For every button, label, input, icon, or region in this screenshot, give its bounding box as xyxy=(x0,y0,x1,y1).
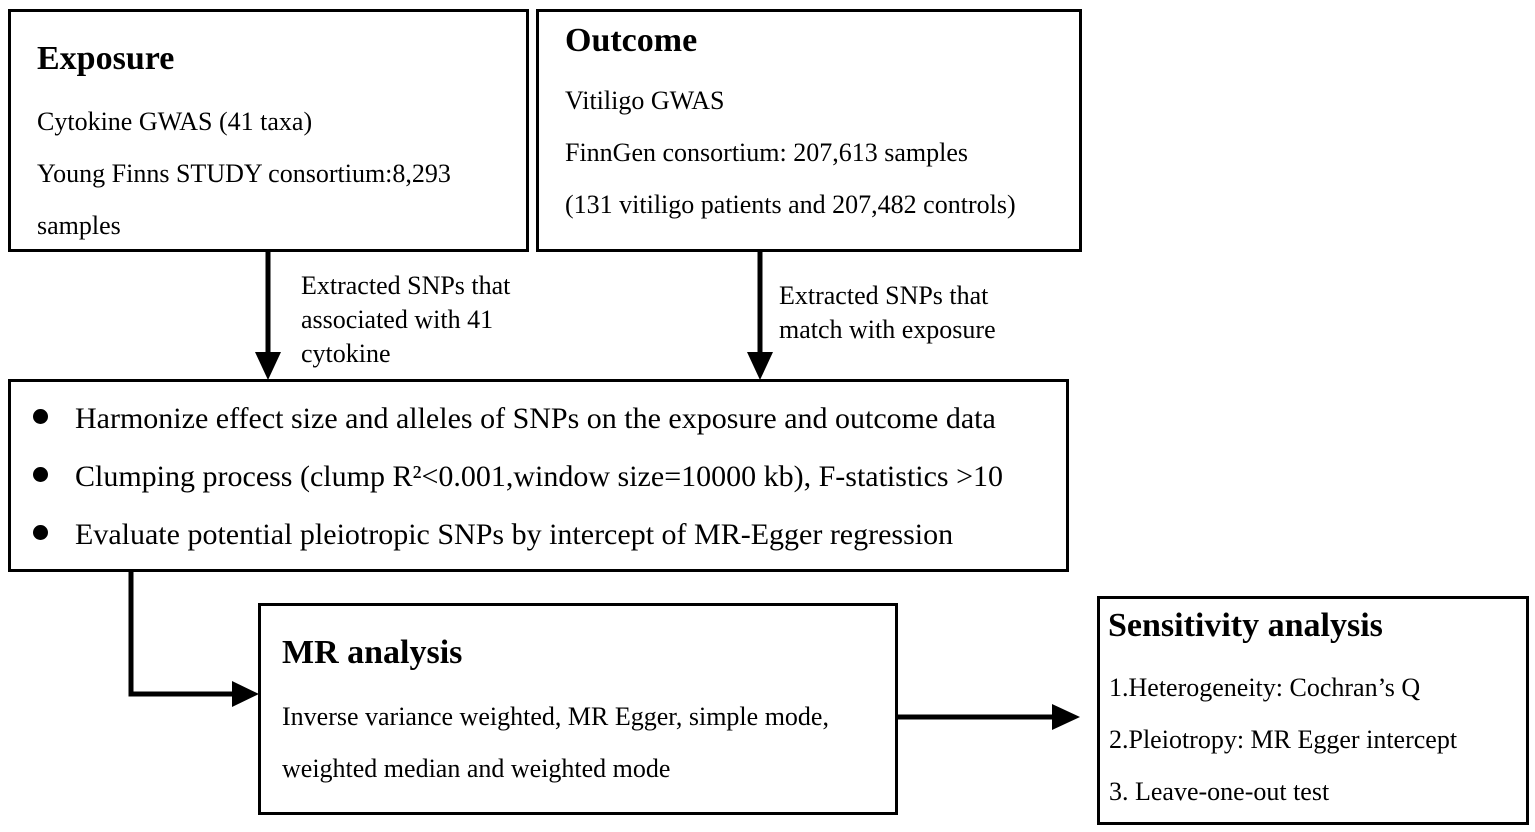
outcome-line-1: Vitiligo GWAS xyxy=(565,86,725,115)
sensitivity-line-3: 3. Leave-one-out test xyxy=(1109,777,1330,806)
exposure-arrow-label-1: Extracted SNPs that xyxy=(301,271,511,300)
processing-bullet-1: Harmonize effect size and alleles of SNP… xyxy=(33,402,996,436)
outcome-line-2: FinnGen consortium: 207,613 samples xyxy=(565,138,968,167)
sensitivity-analysis-title: Sensitivity analysis xyxy=(1108,607,1383,644)
mr-analysis-box: MR analysis Inverse variance weighted, M… xyxy=(258,603,898,815)
processing-to-mr-arrowhead xyxy=(232,681,259,707)
bullet-dot-icon xyxy=(33,525,48,540)
exposure-arrow-label-3: cytokine xyxy=(301,339,391,368)
outcome-line-3: (131 vitiligo patients and 207,482 contr… xyxy=(565,190,1016,219)
bullet-dot-icon xyxy=(33,409,48,424)
exposure-title: Exposure xyxy=(37,40,175,77)
outcome-down-arrowhead xyxy=(747,352,773,380)
processing-bullet-2: Clumping process (clump R²<0.001,window … xyxy=(33,460,1003,494)
mr-analysis-title: MR analysis xyxy=(282,634,463,671)
sensitivity-analysis-box: Sensitivity analysis 1.Heterogeneity: Co… xyxy=(1097,596,1529,825)
exposure-down-arrowhead xyxy=(255,352,281,380)
exposure-line-1: Cytokine GWAS (41 taxa) xyxy=(37,107,313,136)
outcome-arrow-label-1: Extracted SNPs that xyxy=(779,281,989,310)
processing-bullet-2-text: Clumping process (clump R²<0.001,window … xyxy=(75,460,1004,493)
exposure-line-3: samples xyxy=(37,211,121,240)
outcome-box: Outcome Vitiligo GWAS FinnGen consortium… xyxy=(536,9,1082,252)
mr-analysis-line-1: Inverse variance weighted, MR Egger, sim… xyxy=(282,702,829,731)
outcome-title: Outcome xyxy=(565,22,698,59)
mr-to-sensitivity-arrowhead xyxy=(1052,704,1080,730)
bullet-dot-icon xyxy=(33,467,48,482)
outcome-arrow-label-2: match with exposure xyxy=(779,315,996,344)
sensitivity-line-2: 2.Pleiotropy: MR Egger intercept xyxy=(1109,725,1458,754)
processing-bullet-3-text: Evaluate potential pleiotropic SNPs by i… xyxy=(75,518,954,551)
exposure-box: Exposure Cytokine GWAS (41 taxa) Young F… xyxy=(8,9,529,252)
processing-box: Harmonize effect size and alleles of SNP… xyxy=(8,379,1069,572)
exposure-line-2: Young Finns STUDY consortium:8,293 xyxy=(37,159,451,188)
mr-analysis-line-2: weighted median and weighted mode xyxy=(282,754,671,783)
exposure-arrow-label-2: associated with 41 xyxy=(301,305,494,334)
sensitivity-line-1: 1.Heterogeneity: Cochran’s Q xyxy=(1109,673,1421,702)
processing-bullet-3: Evaluate potential pleiotropic SNPs by i… xyxy=(33,518,953,552)
processing-bullet-1-text: Harmonize effect size and alleles of SNP… xyxy=(75,402,996,435)
processing-to-mr-arrow xyxy=(128,571,236,697)
